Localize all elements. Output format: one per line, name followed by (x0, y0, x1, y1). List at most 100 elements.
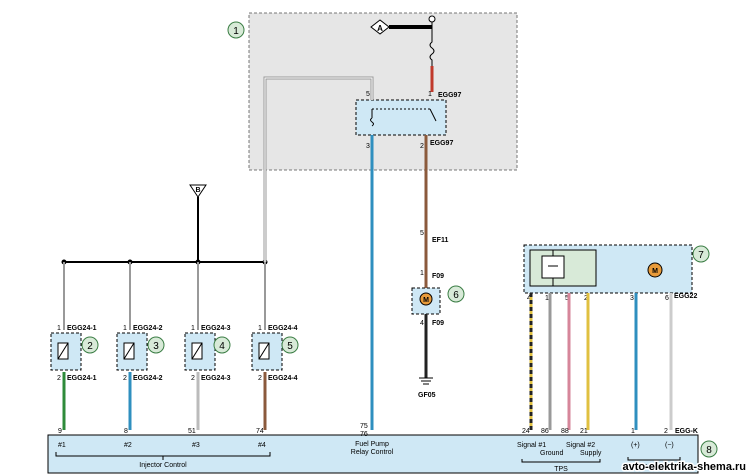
minus-label: (−) (665, 442, 674, 449)
callout-2 (81, 336, 99, 354)
inj3-top: EGG24-3 (201, 325, 231, 332)
supply-label: Supply (580, 450, 602, 457)
svg-text:21: 21 (580, 428, 588, 435)
callout-6-label: 6 (453, 290, 459, 301)
egg97-top: EGG97 (438, 92, 461, 99)
svg-text:M: M (652, 268, 658, 275)
svg-text:51: 51 (188, 428, 196, 435)
svg-text:86: 86 (541, 428, 549, 435)
svg-text:2: 2 (57, 375, 61, 382)
injector-control: Injector Control (139, 462, 187, 469)
ecm-inj2: #2 (124, 442, 132, 449)
fuse (429, 22, 435, 66)
relay-module (355, 99, 447, 136)
callout-8 (700, 440, 718, 458)
relay-switch (429, 108, 437, 122)
svg-text:6: 6 (665, 295, 669, 302)
svg-text:8: 8 (124, 428, 128, 435)
relay-box (248, 12, 518, 171)
callout-1-label: 1 (233, 26, 239, 37)
fuse-node (428, 15, 436, 23)
injector-4 (251, 332, 283, 371)
svg-text:2: 2 (87, 341, 93, 352)
fuel-pump-label: Fuel Pump (355, 441, 389, 448)
inj4-top: EGG24-4 (268, 325, 298, 332)
relay-pin-2: 2 (420, 143, 424, 150)
callout-7 (692, 245, 710, 263)
svg-text:76: 76 (360, 431, 368, 438)
svg-text:1: 1 (258, 325, 262, 332)
callout-4 (213, 336, 231, 354)
ground-icon (419, 377, 433, 385)
egg97-bot: EGG97 (430, 140, 453, 147)
svg-text:1: 1 (191, 325, 195, 332)
svg-text:2: 2 (191, 375, 195, 382)
svg-text:1: 1 (631, 428, 635, 435)
relay-pin-5: 5 (366, 91, 370, 98)
svg-text:88: 88 (561, 428, 569, 435)
relay-control-label: Relay Control (351, 449, 394, 456)
gf05: GF05 (418, 392, 436, 399)
tps-label: TPS (554, 466, 568, 473)
svg-text:3: 3 (630, 295, 634, 302)
callout-5 (281, 336, 299, 354)
f09-bot-pin: 4 (420, 320, 424, 327)
svg-text:1: 1 (57, 325, 61, 332)
svg-text:3: 3 (153, 341, 159, 352)
svg-text:5: 5 (565, 295, 569, 302)
ecm-inj3: #3 (192, 442, 200, 449)
egg-k: EGG-K (675, 428, 698, 435)
svg-text:4: 4 (219, 341, 225, 352)
watermark-halo: avto-elektrika-shema.ru (623, 461, 747, 473)
inj1-bot: EGG24-1 (67, 375, 97, 382)
svg-text:74: 74 (256, 428, 264, 435)
etc-label: ETC Motor (639, 465, 668, 471)
svg-text:9: 9 (58, 428, 62, 435)
inj3-bot: EGG24-3 (201, 375, 231, 382)
f09-top-pin: 1 (420, 270, 424, 277)
ef11-pin: 5 (420, 230, 424, 237)
callout-6 (447, 285, 465, 303)
svg-text:2: 2 (584, 295, 588, 302)
fuel-pump-motor-icon (419, 292, 433, 306)
watermark: avto-elektrika-shema.ru (623, 461, 747, 473)
signal1-label: Signal #1 (517, 442, 546, 449)
svg-text:1: 1 (123, 325, 127, 332)
svg-text:4: 4 (527, 295, 531, 302)
svg-text:24: 24 (522, 428, 530, 435)
callout-1 (227, 21, 245, 39)
ground-label: Ground (540, 450, 563, 457)
relay-pin-1: 1 (428, 91, 432, 98)
svg-text:2: 2 (123, 375, 127, 382)
signal2-label: Signal #2 (566, 442, 595, 449)
injector-bracket (55, 452, 271, 460)
svg-text:7: 7 (698, 250, 704, 261)
svg-text:1: 1 (545, 295, 549, 302)
egg22: EGG22 (674, 293, 697, 300)
f09-bot: F09 (432, 320, 444, 327)
svg-text:M: M (423, 297, 429, 304)
ecm-inj1: #1 (58, 442, 66, 449)
svg-text:2: 2 (258, 375, 262, 382)
plus-label: (+) (631, 442, 640, 449)
etc-motor-icon (647, 262, 663, 278)
ef11-label: EF11 (432, 237, 448, 244)
ecm-box (47, 434, 699, 474)
svg-text:8: 8 (706, 445, 712, 456)
callout-3 (147, 336, 165, 354)
inj2-top: EGG24-2 (133, 325, 163, 332)
svg-text:75: 75 (360, 423, 368, 430)
f09-top: F09 (432, 273, 444, 280)
connector-a-label: A (377, 24, 383, 33)
inj1-top: EGG24-1 (67, 325, 97, 332)
connector-b-label: B (195, 187, 200, 194)
ecm-inj4: #4 (258, 442, 266, 449)
relay-coil (370, 109, 374, 127)
svg-text:5: 5 (287, 341, 293, 352)
inj2-bot: EGG24-2 (133, 375, 163, 382)
svg-text:2: 2 (664, 428, 668, 435)
connector-b (189, 184, 207, 198)
relay-pin-3: 3 (366, 143, 370, 150)
inj4-bot: EGG24-4 (268, 375, 298, 382)
